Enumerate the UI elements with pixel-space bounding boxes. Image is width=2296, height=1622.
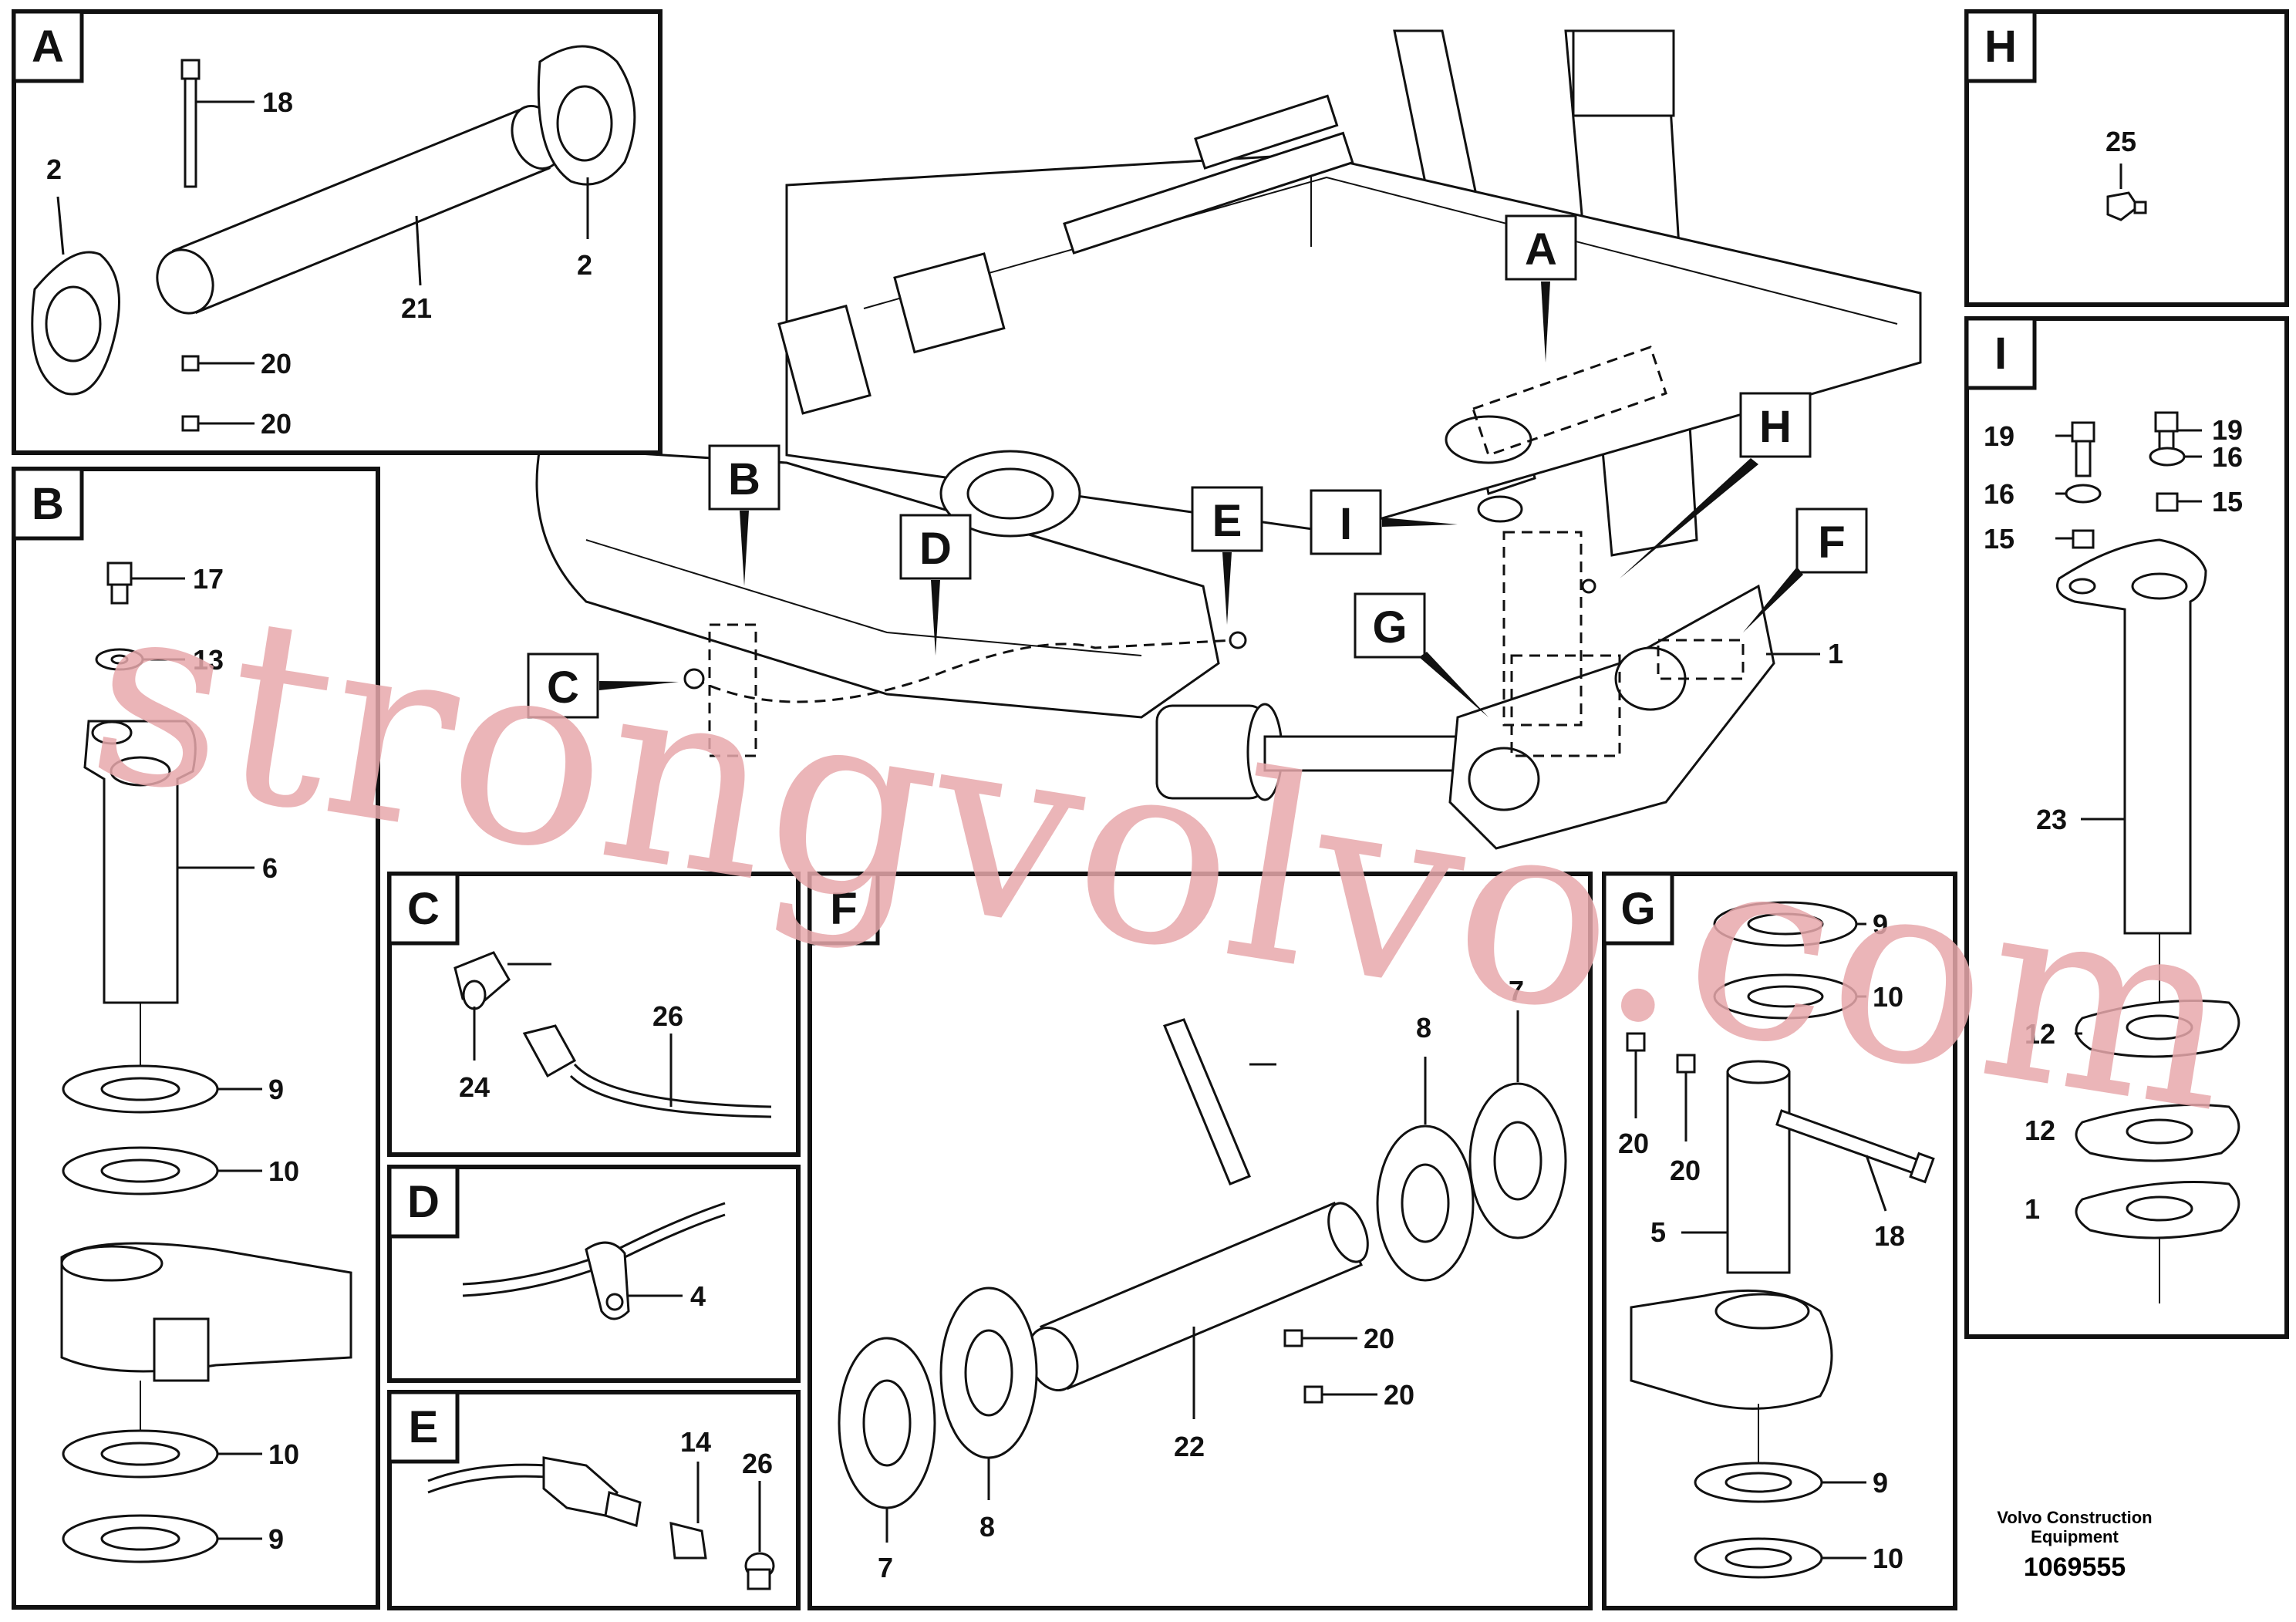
panel-B-label-17: 17 [193,563,224,595]
panel-I-label-12a: 12 [2025,1018,2055,1050]
panel-B-label-9b: 9 [268,1523,284,1555]
panel-E-label-26: 26 [742,1448,773,1479]
panel-letter-B: B [32,479,64,529]
panel-B-label-9a: 9 [268,1074,284,1105]
panel-G-label-9b: 9 [1873,1467,1888,1499]
panel-I: I 19 16 15 19 16 15 23 12 [1964,316,2289,1339]
panel-G-label-20a: 20 [1618,1128,1649,1159]
callout-A: A [1525,224,1557,275]
panel-B-label-13: 13 [193,644,224,676]
panel-G-label-10b: 10 [1873,1543,1903,1574]
panel-I-label-23: 23 [2036,804,2067,835]
panel-H: H 25 [1964,9,2289,307]
panel-I-label-19-right: 19 [2212,414,2243,446]
panel-D: D 4 [387,1165,801,1383]
panel-F-label-7-left: 7 [878,1552,893,1583]
panel-letter-I: I [1994,329,2007,379]
callout-F: F [1818,518,1845,568]
panel-I-label-16-left: 16 [1984,478,2014,510]
panel-letter-C: C [407,884,440,934]
panel-A: A 18 21 2 2 20 20 [12,9,663,455]
panel-F-label-8-left: 8 [979,1511,995,1543]
panel-F: F 22 7 8 8 7 20 20 [807,872,1593,1610]
panel-B: B 17 13 6 9 10 10 [12,467,380,1610]
panel-letter-F: F [830,884,857,934]
main-assembly [535,29,1922,850]
callout-box-A [1505,214,1577,281]
callout-B: B [728,454,760,504]
panel-letter-A: A [32,22,64,72]
panel-F-label-22: 22 [1174,1431,1205,1462]
callout-D: D [919,524,952,574]
panel-C-label-24: 24 [459,1071,490,1103]
panel-A-label-20a: 20 [261,348,292,379]
panel-F-label-20b: 20 [1384,1379,1414,1411]
panel-B-label-10b: 10 [268,1438,299,1470]
panel-G-label-20b: 20 [1670,1155,1701,1186]
panel-G-label-9a: 9 [1873,909,1888,940]
panel-G-label-10a: 10 [1873,981,1903,1013]
panel-I-label-19-left: 19 [1984,420,2014,452]
callout-I: I [1340,499,1352,549]
panel-I-label-15-left: 15 [1984,523,2014,555]
panel-A-label-20b: 20 [261,408,292,440]
drawing-number: 1069555 [2024,1553,2126,1582]
panel-G: G 9 10 5 18 20 20 9 10 [1602,872,1957,1610]
company-name-line2: Equipment [2031,1527,2119,1546]
panel-A-label-2-right: 2 [577,249,592,281]
panel-F-label-20a: 20 [1364,1323,1394,1354]
panel-D-label-4: 4 [690,1280,706,1312]
main-callouts: A B C D E H I F G 1 [527,214,1868,719]
panel-F-label-7-right: 7 [1509,975,1524,1007]
panel-I-label-16-right: 16 [2212,441,2243,473]
footer: Volvo Construction Equipment 1069555 [1997,1508,2152,1582]
callout-G: G [1372,602,1407,653]
panel-C: C 24 26 [387,872,801,1157]
panel-A-label-18: 18 [262,86,293,118]
panel-E: E 14 26 [387,1390,801,1610]
panel-letter-G: G [1620,884,1655,934]
company-name-line1: Volvo Construction [1997,1508,2152,1527]
panel-A-label-21: 21 [401,292,432,324]
panel-H-label-25: 25 [2106,126,2136,157]
panel-E-label-14: 14 [680,1426,711,1458]
panel-A-label-2-left: 2 [46,153,62,185]
panel-G-label-5: 5 [1650,1216,1666,1248]
part-label-1: 1 [1828,638,1843,669]
panel-I-label-15-right: 15 [2212,486,2243,518]
panel-I-label-1: 1 [2025,1193,2040,1225]
callout-E: E [1212,496,1242,546]
panel-F-label-8-right: 8 [1416,1012,1431,1044]
panel-I-label-12b: 12 [2025,1114,2055,1146]
panel-B-label-10a: 10 [268,1155,299,1187]
panel-letter-E: E [409,1402,439,1452]
callout-C: C [547,663,579,713]
panel-letter-D: D [407,1177,440,1227]
panel-B-label-6: 6 [262,852,278,884]
panel-C-label-26: 26 [652,1000,683,1032]
callout-H: H [1759,402,1792,452]
panel-G-label-18: 18 [1874,1220,1905,1252]
panel-letter-H: H [1984,22,2017,72]
